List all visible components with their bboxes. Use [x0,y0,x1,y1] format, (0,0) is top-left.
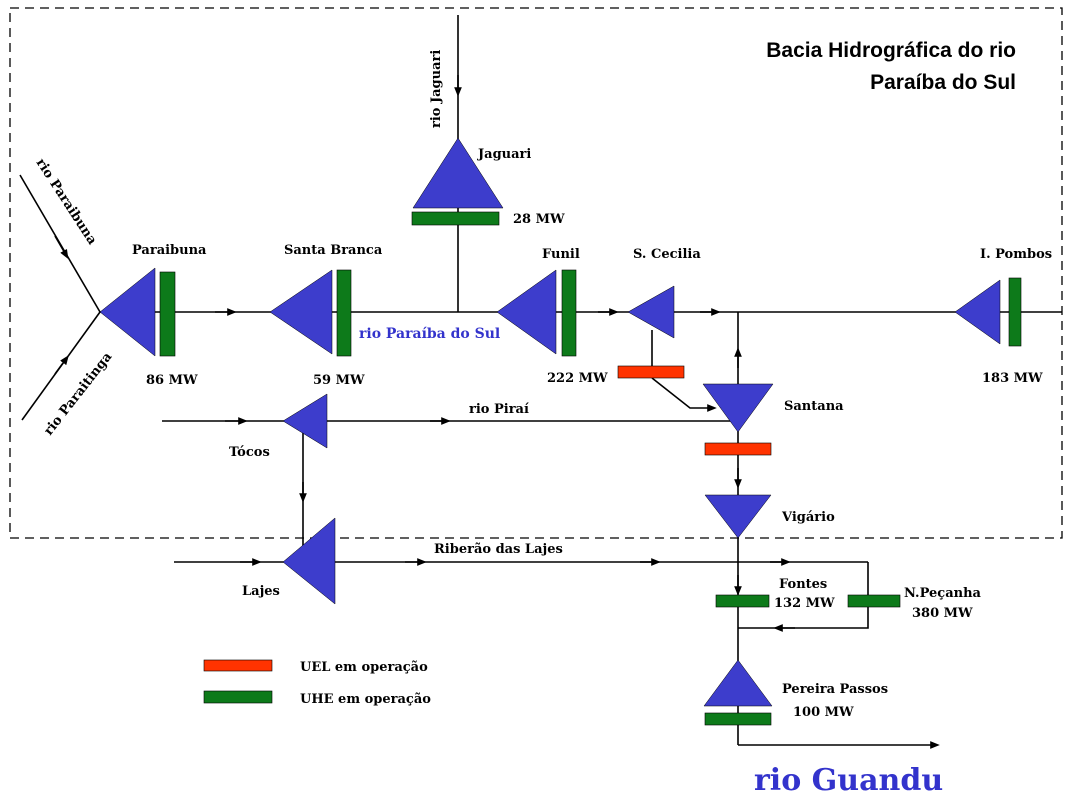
station-bars [159,211,1022,726]
jaguari-dam-icon [412,137,504,209]
santana-dam-icon [702,383,774,433]
plant-name-funil: Funil [542,247,580,262]
legend-uel-label: UEL em operação [300,660,428,675]
river-label-guandu: rio Guandu [754,763,943,797]
legend-uel-bar [203,659,273,672]
river-label-lajes: Riberão das Lajes [434,542,563,557]
plant-name-tocos: Tócos [229,445,270,460]
jaguari-uhe-bar [411,211,500,226]
scecilia-dam-icon [627,285,675,339]
plant-name-santana: Santana [784,399,844,414]
paraitinga-arrow [54,355,69,375]
plant-triangles [99,137,1001,707]
funil-uhe-bar [561,269,577,357]
legend-uhe-bar [203,690,273,704]
pereira-passos-dam-icon [703,659,773,707]
plant-power-funil: 222 MW [547,371,608,386]
santana-uel-bar [704,442,772,456]
plant-name-scecilia: S. Cecilia [633,247,701,262]
lpombos-uhe-bar [1008,277,1022,347]
fontes-uhe-bar [715,594,770,608]
plant-name-pereira-passos: Pereira Passos [782,682,888,697]
pereira-passos-uhe-bar [704,712,772,726]
vigario-dam-icon [704,494,772,539]
river-label-paraiba: rio Paraíba do Sul [359,326,500,342]
funil-dam-icon [496,269,557,355]
plant-power-paraibuna: 86 MW [146,373,198,388]
santa-branca-dam-icon [269,269,333,355]
santa-branca-uhe-bar [336,269,352,357]
plant-power-fontes: 132 MW [774,596,835,611]
diagram-title-line1: Bacia Hidrográfica do rio [766,39,1016,62]
basin-boundary [9,7,1063,539]
plant-power-npecanha: 380 MW [912,606,973,621]
plant-name-santa-branca: Santa Branca [284,243,383,258]
diagram-title-line2: Paraíba do Sul [870,71,1016,94]
plant-name-lajes: Lajes [242,584,280,599]
plant-name-npecanha: N.Peçanha [904,586,982,601]
plant-power-pereira-passos: 100 MW [793,705,854,720]
plant-name-jaguari: Jaguari [477,147,531,162]
lajes-dam-icon [282,517,336,605]
plant-name-vigario: Vigário [781,510,835,525]
river-label-paraibuna: rio Paraibuna [33,156,100,248]
npecanha-uhe-bar [847,594,901,608]
lpombos-dam-icon [954,279,1001,345]
uel-to-santana-line [651,377,717,412]
paraibuna-arrow [54,235,69,260]
river-label-pirai: rio Piraí [469,402,529,417]
plant-name-paraibuna: Paraibuna [132,243,207,258]
legend-uhe-label: UHE em operação [300,692,431,707]
plant-power-lpombos: 183 MW [982,371,1043,386]
scecilia-uel-bar [617,365,685,379]
plant-power-jaguari: 28 MW [513,212,565,227]
plant-name-fontes: Fontes [779,577,827,592]
paraibuna-uhe-bar [159,271,176,357]
tocos-dam-icon [282,393,328,449]
plant-name-lpombos: I. Pombos [980,247,1052,262]
paraibuna-dam-icon [99,267,156,357]
river-label-jaguari: rio Jaguari [429,50,444,128]
river-label-paraitinga: rio Paraitinga [41,349,115,438]
plant-power-santa-branca: 59 MW [313,373,365,388]
